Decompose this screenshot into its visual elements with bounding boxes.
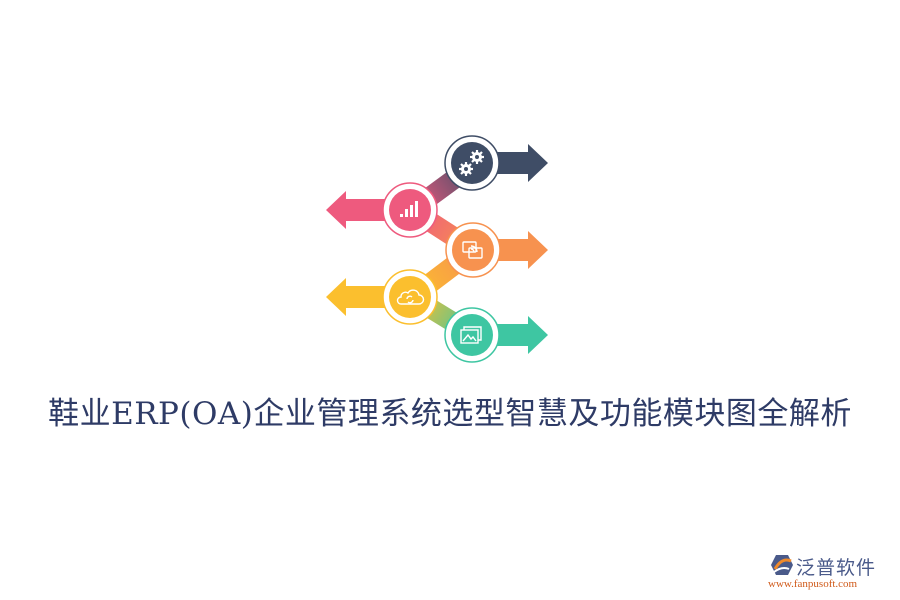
step-5-node <box>444 307 500 363</box>
image-gallery-icon <box>460 326 482 344</box>
bar-chart-icon <box>400 201 418 217</box>
step-2-node <box>382 182 438 238</box>
brand-name: 泛普软件 <box>796 557 877 579</box>
step-4-node <box>382 269 438 325</box>
cloud-sync-icon <box>396 289 425 305</box>
screen-cast-icon <box>462 241 483 259</box>
page-title: 鞋业ERP(OA)企业管理系统选型智慧及功能模块图全解析 <box>48 396 852 432</box>
fanpu-logo-icon <box>771 555 793 575</box>
step-3-node <box>445 222 501 278</box>
gears-icon <box>459 150 484 176</box>
brand-url[interactable]: www.fanpusoft.com <box>768 578 858 590</box>
brand-logo[interactable]: 泛普软件 www.fanpusoft.com <box>768 553 893 595</box>
step-1-node <box>444 135 500 191</box>
